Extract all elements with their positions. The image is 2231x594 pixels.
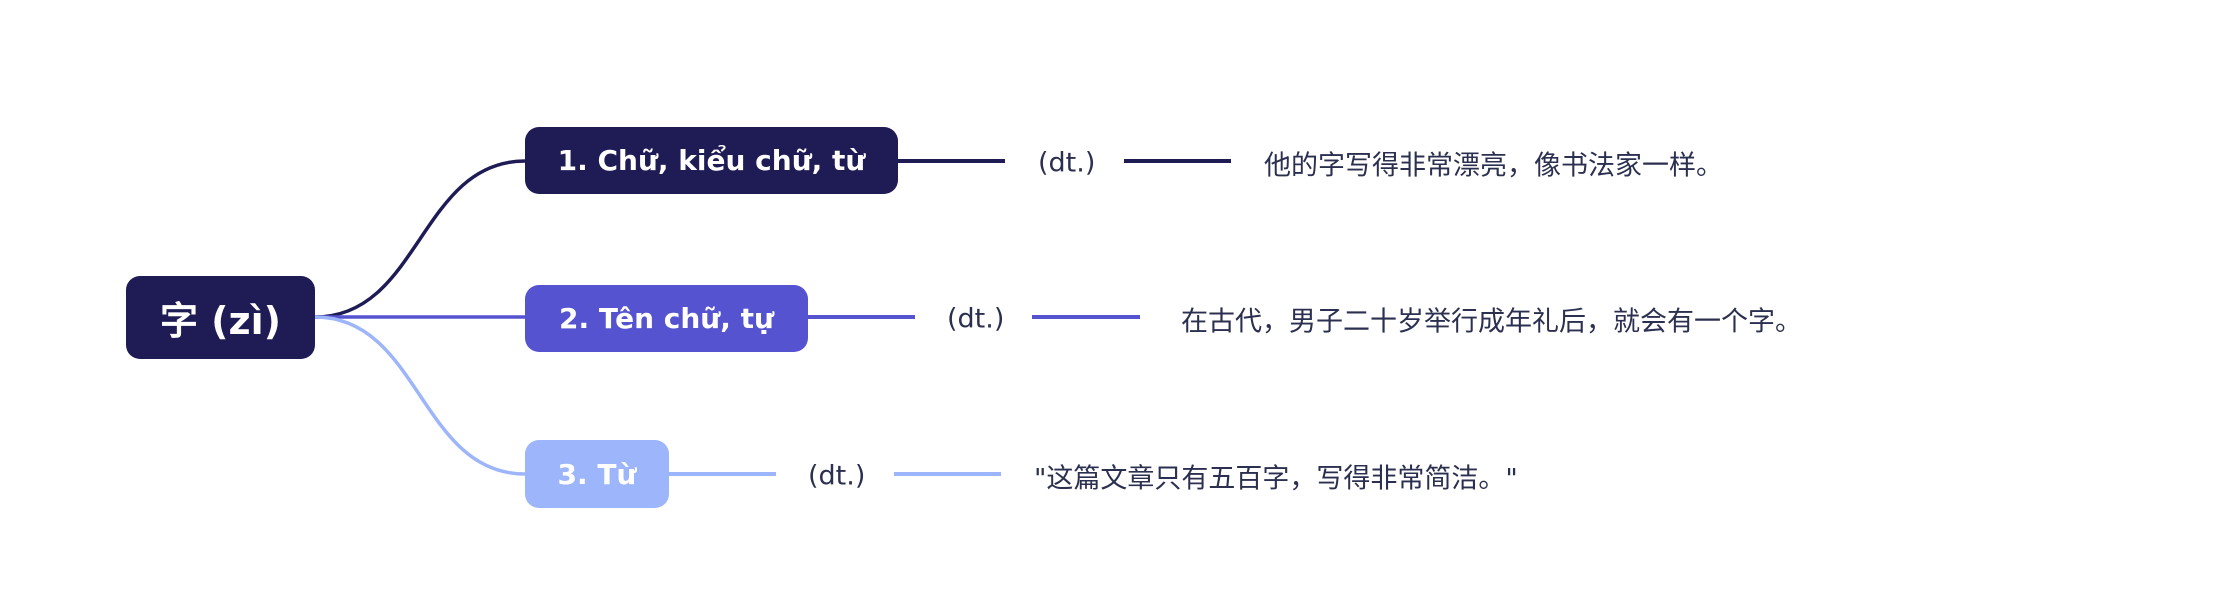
example-3[interactable]: "这篇文章只有五百字，写得非常简洁。" (1034, 463, 1518, 495)
pos-label-1: (dt.) (1038, 147, 1096, 179)
connector-1 (314, 159, 526, 319)
root-node[interactable]: 字 (zì) (126, 276, 315, 359)
branch-node-3[interactable]: 3. Từ (525, 440, 669, 508)
pos-label-2: (dt.) (947, 303, 1005, 335)
example-1[interactable]: 他的字写得非常漂亮，像书法家一样。 (1264, 150, 1723, 182)
example-2[interactable]: 在古代，男子二十岁举行成年礼后，就会有一个字。 (1181, 306, 1802, 338)
pos-label-3: (dt.) (808, 460, 866, 492)
connector-3 (314, 315, 526, 476)
branch-node-1[interactable]: 1. Chữ, kiểu chữ, từ (525, 127, 898, 194)
branch-node-2[interactable]: 2. Tên chữ, tự (525, 285, 808, 352)
